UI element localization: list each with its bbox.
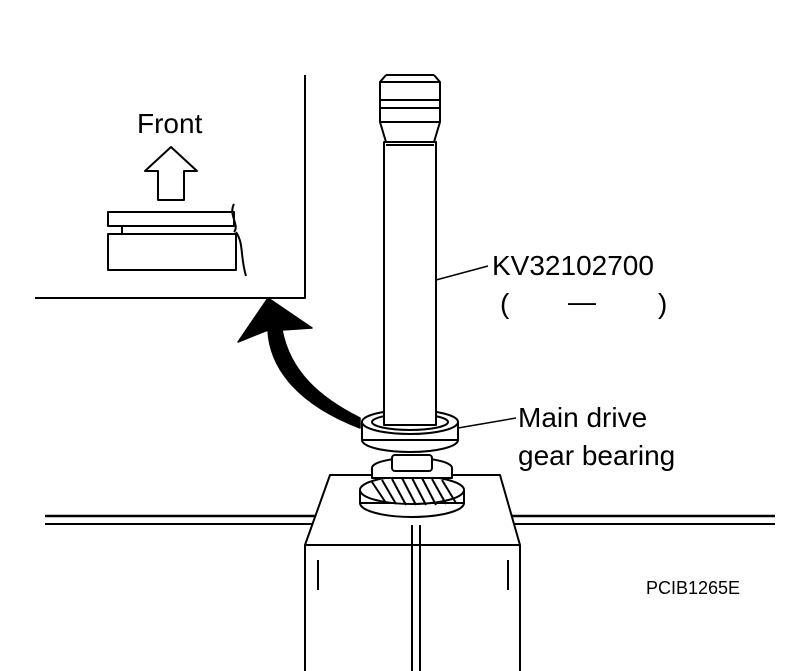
drift-tool [379,74,441,426]
bearing-label-line2: gear bearing [518,440,676,471]
bearing-label-line1: Main drive [518,402,648,433]
front-label: Front [137,108,203,139]
inset-box [35,75,306,299]
tool-number-label: KV32102700 [492,250,654,281]
tool-paren-open: ( [500,288,510,319]
curved-arrow [237,297,361,429]
main-drive-gear [359,454,465,518]
bearing-section-detail [107,203,247,277]
tool-paren-close: ) [658,288,668,319]
tool-dash: — [568,286,596,317]
front-arrow-icon [144,146,198,201]
leader-lines [435,265,517,429]
figure-code: PCIB1265E [646,578,741,598]
